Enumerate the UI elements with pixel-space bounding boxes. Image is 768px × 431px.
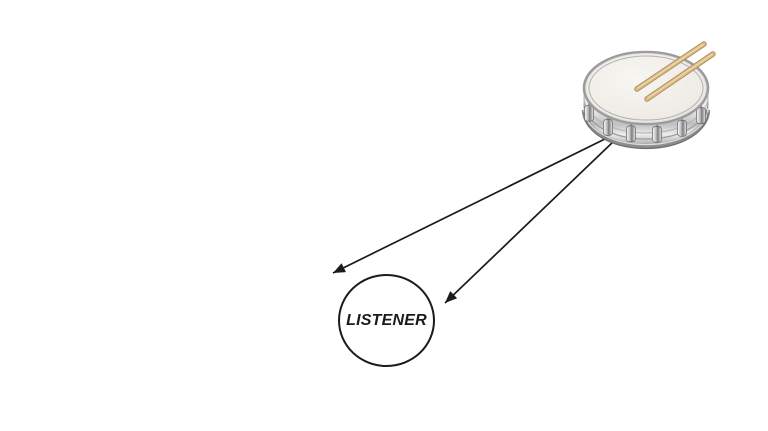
- sound-path-line-1: [332, 135, 612, 274]
- drum-head: [582, 50, 710, 126]
- drumsticks-icon: [634, 41, 716, 102]
- listener-circle: LISTENER: [338, 274, 435, 367]
- snare-drum-icon: [581, 41, 716, 150]
- sound-path-line-2: [444, 140, 615, 304]
- drum-lugs: [584, 104, 706, 143]
- listener-label: LISTENER: [346, 311, 427, 329]
